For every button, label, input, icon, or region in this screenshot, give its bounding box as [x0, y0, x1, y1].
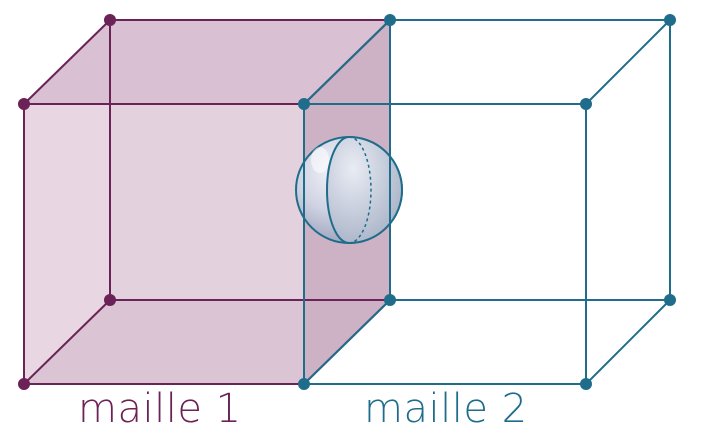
- cell2-vertex: [580, 378, 592, 390]
- cell1-front-face: [24, 104, 304, 384]
- caption-cell-2: maille 2: [364, 386, 528, 432]
- shared-atom-sphere: [295, 135, 403, 245]
- cell1-top-face: [24, 20, 390, 104]
- cell2-edges: [303, 19, 671, 385]
- cell1-vertex: [18, 98, 30, 110]
- cell2-vertex: [298, 378, 310, 390]
- cell2-vertex: [580, 98, 592, 110]
- cell1-vertex: [104, 14, 116, 26]
- unit-cell-2: [298, 14, 676, 390]
- cell1-vertex: [18, 378, 30, 390]
- cell1-vertex: [104, 294, 116, 306]
- cell2-vertex: [664, 14, 676, 26]
- cell2-vertex: [298, 98, 310, 110]
- cell2-vertex: [384, 294, 396, 306]
- cell2-vertex: [384, 14, 396, 26]
- sphere-hidden-edge: [348, 136, 372, 244]
- cell1-vertices: [18, 14, 116, 390]
- caption-cell-1: maille 1: [78, 386, 242, 432]
- cell2-vertex: [664, 294, 676, 306]
- cell2-vertices: [298, 14, 676, 390]
